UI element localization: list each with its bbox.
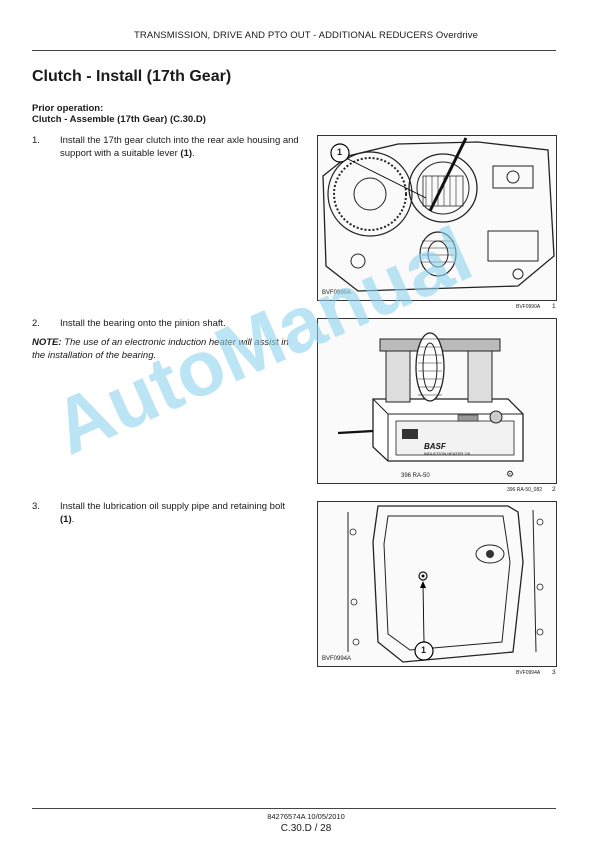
page-title: Clutch - Install (17th Gear) [32, 68, 232, 85]
prior-operation-link[interactable]: Clutch - Assemble (17th Gear) (C.30.D) [32, 114, 206, 125]
heater-brand: BASF [424, 442, 446, 451]
figure-2-logo-icon: ⚙ [506, 469, 515, 479]
figure-2-code-inside: 396 RA-50 [401, 473, 430, 479]
step-1-ref: (1) [180, 147, 193, 159]
figure-1-drawing [318, 136, 556, 300]
figure-3-code-inside: BVF0994A [322, 656, 352, 662]
step-3-body: Install the lubrication oil supply pipe … [60, 501, 285, 512]
figure-1-callout: 1 [337, 147, 343, 157]
step-1-body: Install the 17th gear clutch into the re… [60, 135, 299, 159]
step-3-ref: (1) [60, 513, 72, 525]
figure-2-induction-heater: BASF INDUCTION HEATER 7/6 396 RA-50 ⚙ [317, 318, 557, 484]
figure-3-number: 3 [552, 669, 556, 676]
note-label: NOTE: [32, 337, 62, 348]
figure-2-code: 396 RA-50_082 [507, 487, 543, 493]
figure-1-number: 1 [552, 303, 556, 310]
step-3-end: . [71, 513, 75, 525]
step-3-number: 3. [32, 501, 40, 512]
note: NOTE: The use of an electronic induction… [32, 337, 294, 362]
footer-doc-id: 84276574A 10/05/2010 [267, 812, 345, 821]
footer-page-number: C.30.D / 28 [280, 823, 332, 834]
figure-2-drawing [318, 319, 556, 483]
footer-rule [32, 808, 556, 809]
figure-2-number: 2 [552, 486, 556, 493]
step-2-text: Install the bearing onto the pinion shaf… [60, 318, 226, 329]
note-text: The use of an electronic induction heate… [32, 337, 289, 361]
running-header: TRANSMISSION, DRIVE AND PTO OUT - ADDITI… [134, 30, 478, 41]
figure-1-clutch-housing: 1 BVF0990A [317, 135, 557, 301]
figure-3-callout: 1 [421, 645, 427, 655]
figure-1-code-inside: BVF0990A [322, 290, 352, 296]
step-1-text: Install the 17th gear clutch into the re… [60, 135, 300, 160]
step-1-end: . [192, 147, 195, 159]
step-1-number: 1. [32, 135, 40, 146]
figure-3-oil-supply-pipe: 1 BVF0994A [317, 501, 557, 667]
figure-3-code: BVF0994A [516, 670, 541, 676]
step-3-text: Install the lubrication oil supply pipe … [60, 501, 300, 526]
header-rule [32, 50, 556, 51]
figure-1-code: BVF0990A [516, 304, 541, 310]
prior-operation-label: Prior operation: [32, 103, 104, 114]
figure-3-drawing [318, 502, 556, 666]
step-2-number: 2. [32, 318, 40, 329]
heater-label: INDUCTION HEATER 7/6 [424, 451, 470, 456]
